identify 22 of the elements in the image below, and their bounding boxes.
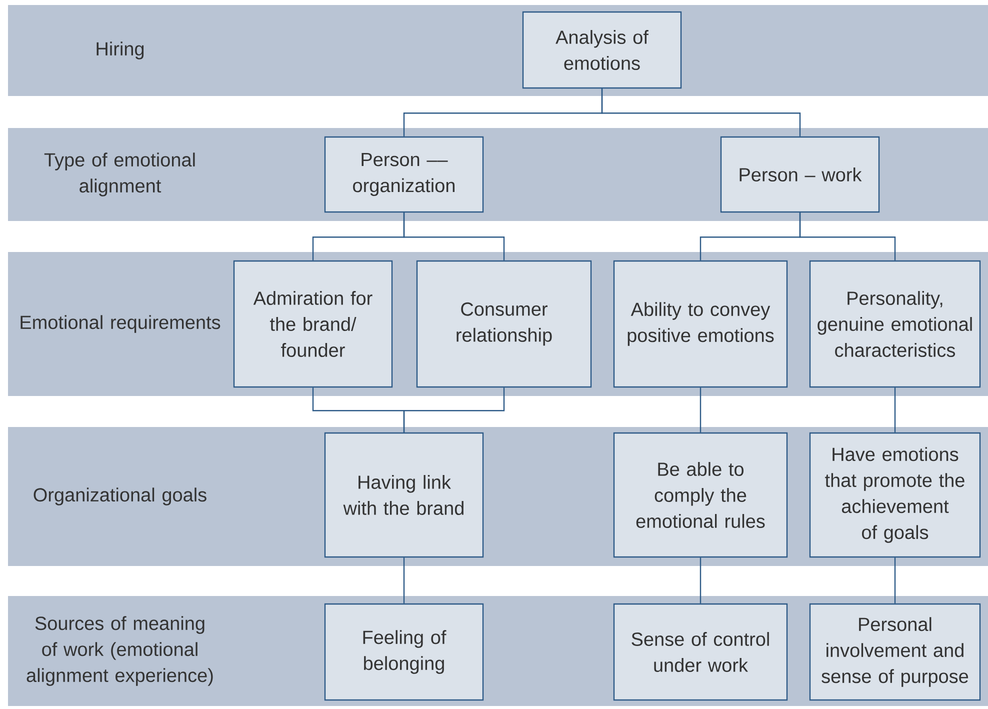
process-box: Admiration for the brand/ founder bbox=[233, 260, 393, 388]
process-box: Ability to convey positive emotions bbox=[613, 260, 788, 388]
connector bbox=[700, 388, 702, 432]
process-box: Personality, genuine emotional characteristics bbox=[809, 260, 981, 388]
connector bbox=[403, 558, 405, 604]
connector bbox=[403, 388, 505, 432]
process-box: Person – work bbox=[720, 136, 880, 213]
process-box: Have emotions that promote the achievement of goals bbox=[809, 432, 981, 558]
connector bbox=[700, 558, 702, 604]
process-box: Having link with the brand bbox=[324, 432, 484, 558]
connector bbox=[601, 88, 801, 136]
connector bbox=[894, 388, 896, 432]
process-box: Sense of control under work bbox=[613, 603, 788, 701]
process-box: Personal involvement and sense of purpose bbox=[809, 603, 981, 701]
process-box: Analysis of emotions bbox=[522, 11, 682, 89]
connector bbox=[894, 558, 896, 604]
connector bbox=[799, 212, 896, 260]
connector bbox=[403, 212, 505, 260]
process-box: Consumer relationship bbox=[416, 260, 592, 388]
process-box: Feeling of belonging bbox=[324, 603, 484, 701]
process-box: Person –– organization bbox=[324, 136, 484, 213]
process-box: Be able to comply the emotional rules bbox=[613, 432, 788, 558]
